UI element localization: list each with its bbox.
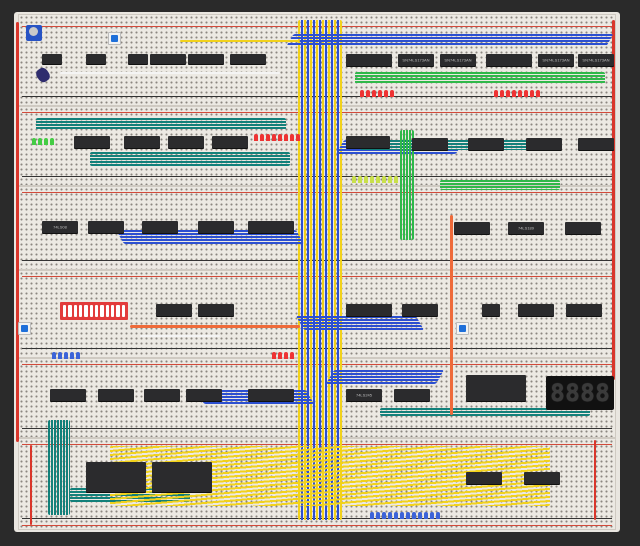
ic-chip <box>454 222 490 234</box>
ic-chip: 74LS245 <box>346 389 382 401</box>
led-group-green <box>32 138 54 145</box>
ic-chip <box>412 138 448 150</box>
ic-chip <box>526 138 562 150</box>
ic-chip <box>198 221 234 233</box>
potentiometer[interactable] <box>26 25 42 41</box>
ic-chip <box>142 221 178 233</box>
led-group-red <box>254 134 300 141</box>
ic-chip <box>565 222 601 234</box>
digit: 8 <box>595 379 610 407</box>
ic-chip <box>518 304 554 316</box>
digit: 8 <box>550 379 565 407</box>
led-group-blue <box>52 352 80 359</box>
ic-chip <box>566 304 602 316</box>
green-wire-bundle <box>355 72 605 84</box>
bus-wires <box>298 20 342 520</box>
teal-wire-bundle <box>90 152 290 166</box>
ic-chip <box>86 54 106 64</box>
digit: 8 <box>580 379 595 407</box>
yellow-wire <box>180 40 300 42</box>
ic-chip: 74LS08 <box>42 221 78 233</box>
ic-chip <box>74 136 110 148</box>
teal-wire-bundle <box>36 118 286 130</box>
ic-chip <box>50 389 86 401</box>
ic-chip <box>212 136 248 148</box>
orange-wire <box>450 215 453 415</box>
ic-chip: SN74LS173AN <box>398 54 434 66</box>
ic-chip <box>150 54 186 64</box>
teal-wire-bundle <box>380 408 590 416</box>
white-wire <box>60 72 280 74</box>
orange-wire <box>130 325 300 328</box>
ic-chip <box>578 138 614 150</box>
ic-chip <box>248 389 294 401</box>
power-wire <box>594 440 596 520</box>
teal-wire-bundle <box>360 140 560 150</box>
ic-chip <box>524 472 560 484</box>
ic-chip <box>230 54 266 64</box>
ic-chip <box>346 304 392 316</box>
ic-chip <box>98 389 134 401</box>
green-wire-bundle <box>400 130 414 240</box>
ic-chip <box>248 221 294 233</box>
ic-chip <box>486 54 532 66</box>
ic-chip <box>346 54 392 66</box>
ic-chip <box>168 136 204 148</box>
ic-chip <box>88 221 124 233</box>
ic-chip <box>482 304 500 316</box>
ic-chip: 74LS189 <box>508 222 544 234</box>
power-wire <box>612 20 615 380</box>
ic-chip <box>402 304 438 316</box>
ic-chip: SN74LS173AN <box>538 54 574 66</box>
ic-chip <box>42 54 62 64</box>
ic-chip <box>198 304 234 316</box>
ic-chip <box>468 138 504 150</box>
push-button[interactable] <box>18 322 31 335</box>
blue-wire-bundle <box>325 370 445 384</box>
ic-chip <box>156 304 192 316</box>
green-wire-bundle <box>440 180 560 190</box>
ic-chip <box>394 389 430 401</box>
led-group-yellow-green <box>352 176 398 183</box>
ic-chip <box>346 136 390 148</box>
ic-chip <box>186 389 222 401</box>
power-wire <box>30 445 32 525</box>
ic-chip-large <box>86 462 146 492</box>
ic-chip-large <box>466 375 526 401</box>
push-button[interactable] <box>456 322 469 335</box>
dip-switch[interactable] <box>60 302 128 320</box>
ic-chip <box>466 472 502 484</box>
digit: 8 <box>565 379 580 407</box>
ic-chip <box>188 54 224 64</box>
power-wire <box>16 22 19 442</box>
ic-chip <box>128 54 148 64</box>
blue-wire-bundle <box>286 34 614 46</box>
ic-chip: SN74LS173AN <box>440 54 476 66</box>
teal-wire-bundle <box>48 420 70 515</box>
ic-chip: SN74LS173AN <box>578 54 614 66</box>
ic-chip <box>124 136 160 148</box>
power-rail <box>22 525 612 526</box>
push-button[interactable] <box>108 32 121 45</box>
blue-wire-bundle <box>295 316 425 330</box>
ic-chip <box>144 389 180 401</box>
led-group-red <box>360 90 394 97</box>
ic-chip-large <box>152 462 212 492</box>
resistor-array <box>370 512 440 519</box>
led-group-red <box>494 90 540 97</box>
white-wire <box>140 335 220 337</box>
led-group-red <box>272 352 294 359</box>
seven-segment-display: 8 8 8 8 <box>546 376 614 410</box>
